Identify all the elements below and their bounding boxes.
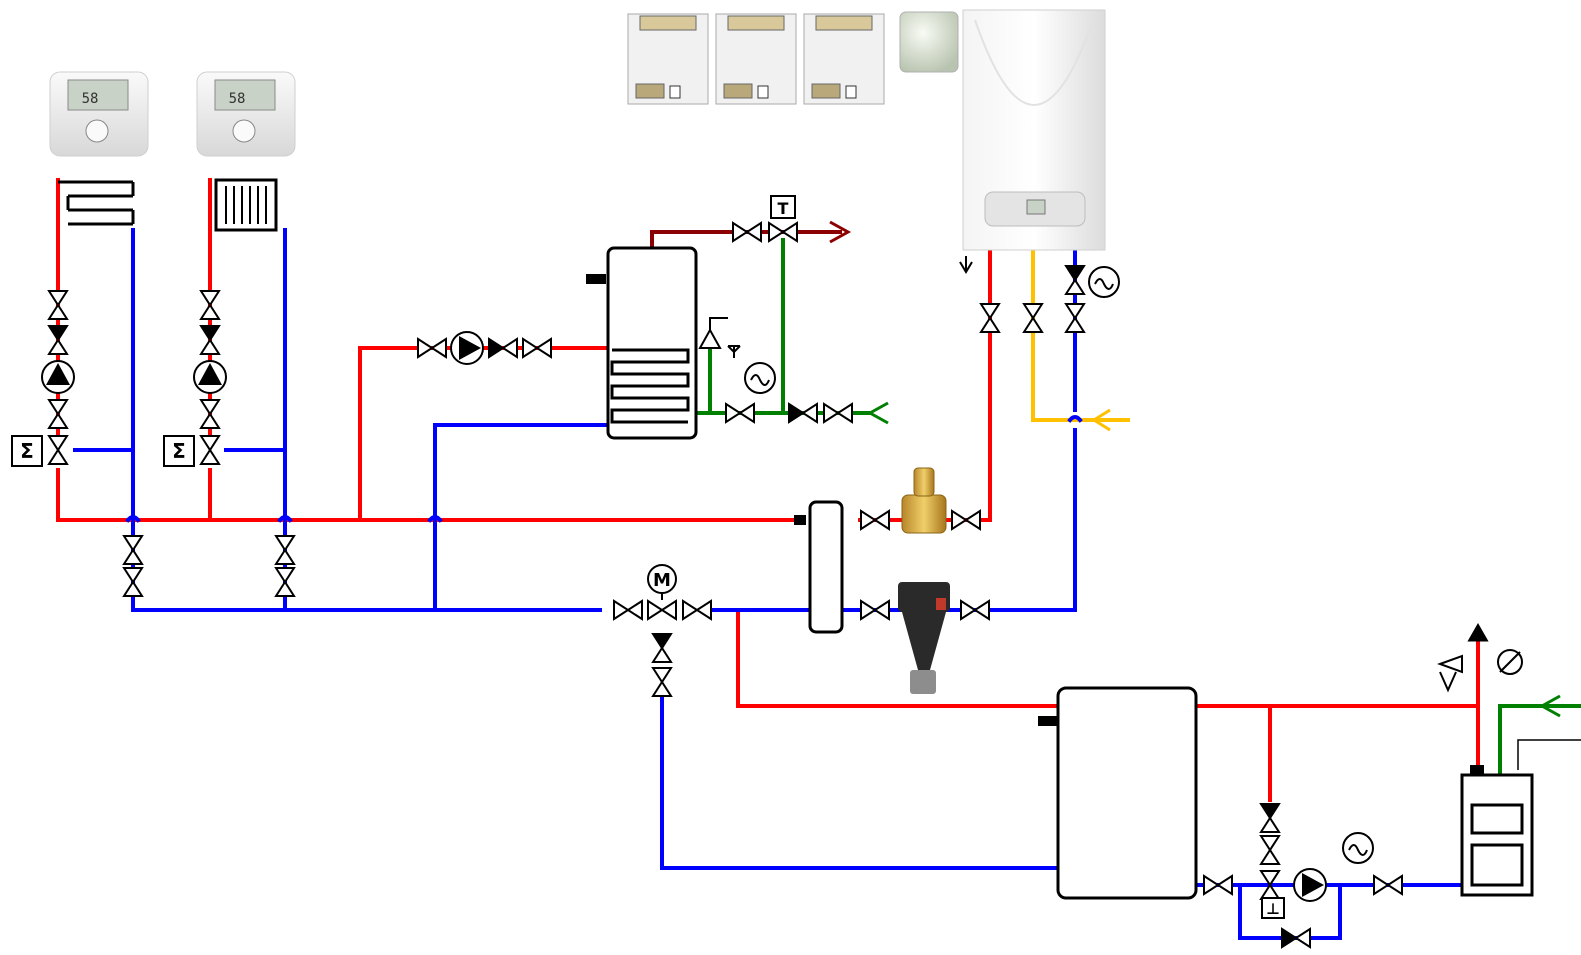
arrow-expansion-up — [1467, 622, 1489, 642]
arrow-dhw-out — [829, 220, 852, 244]
thermostatic-mixing-valve-dhw[interactable]: T — [770, 195, 796, 219]
check-valve-mix[interactable] — [651, 633, 673, 663]
cold-pipe-tank — [433, 423, 612, 612]
dhw-storage-tank — [586, 246, 698, 440]
isolation-valve-c2-a[interactable] — [199, 290, 221, 320]
three-way-valve-body[interactable] — [647, 599, 677, 621]
circulation-pump-c1[interactable] — [41, 360, 75, 394]
air-separator — [901, 467, 947, 534]
mains-water-pipe-2 — [1498, 704, 1581, 777]
check-valve-c2[interactable] — [199, 325, 221, 355]
gauges — [744, 266, 1374, 864]
mixing-valve-dhw[interactable] — [768, 221, 798, 243]
isolation-valve-sep-return-b[interactable] — [960, 599, 990, 621]
thermo-label: T — [778, 199, 789, 218]
cold-pipe-circuit-2 — [224, 228, 287, 612]
isolation-valve-sep-flow-b[interactable] — [951, 509, 981, 531]
check-valve-boiler-return[interactable] — [1064, 265, 1086, 295]
loading-pump[interactable] — [1293, 868, 1327, 902]
solid-fuel-boiler — [1460, 739, 1581, 897]
tank-charging-pump[interactable] — [450, 331, 484, 365]
control-module-2 — [715, 13, 797, 105]
mixing-valve-c1[interactable] — [47, 435, 69, 465]
isolation-valve-sep-return-a[interactable] — [860, 599, 890, 621]
motor-label: M — [653, 570, 671, 591]
dirt-separator — [898, 582, 950, 694]
balancing-valve-c1-b[interactable] — [122, 567, 144, 597]
control-module-1 — [627, 13, 709, 105]
isolation-valve-boiler-flow[interactable] — [979, 303, 1001, 333]
isolation-valve-tank-a[interactable] — [417, 337, 447, 359]
arrow-mains-in-2 — [1538, 694, 1561, 718]
check-valve-tank[interactable] — [488, 337, 518, 359]
balancing-valve-c2-b[interactable] — [274, 567, 296, 597]
sigma-label-2: Σ — [172, 439, 186, 463]
isolation-valve-tank-b[interactable] — [522, 337, 552, 359]
thermostat-1-knob[interactable] — [85, 119, 109, 143]
thermostat-2-knob[interactable] — [232, 119, 256, 143]
safety-valve-dhw — [698, 317, 741, 358]
mains-water-pipe — [694, 238, 872, 415]
isolation-valve-loading[interactable] — [1259, 835, 1281, 865]
isolation-valve-mains-b[interactable] — [823, 402, 853, 424]
cold-pipe-circuit-1 — [73, 228, 135, 612]
thermo-inv-label: ⊥ — [1266, 900, 1280, 918]
underfloor-heating-coil — [58, 180, 135, 226]
cold-pipe-buffer-return — [660, 688, 1060, 870]
radiator — [214, 178, 278, 232]
thermometer-loading — [1342, 832, 1374, 864]
pressure-gauge-boiler — [1088, 266, 1120, 298]
isolation-valve-c2-b[interactable] — [199, 399, 221, 429]
hot-pipe-tank-coil — [358, 346, 612, 522]
dhw-outlet-pipe — [650, 230, 842, 248]
isolation-valve-dhw-out[interactable] — [732, 221, 762, 243]
arrow-gas-in — [1091, 408, 1111, 432]
check-valve-c1[interactable] — [47, 325, 69, 355]
bypass-check-valve[interactable] — [1281, 927, 1311, 949]
isolation-valve-c1-b[interactable] — [47, 399, 69, 429]
check-valve-mains[interactable] — [788, 402, 818, 424]
pumps[interactable] — [41, 331, 1327, 902]
isolation-valve-sep-flow-a[interactable] — [860, 509, 890, 531]
circulation-pump-c2[interactable] — [193, 360, 227, 394]
isolation-valve-mix-c[interactable] — [651, 667, 673, 697]
isolation-valve-mains-a[interactable] — [725, 402, 755, 424]
mixing-valve-c2[interactable] — [199, 435, 221, 465]
thermostat-2-display: 58 — [229, 91, 246, 107]
sigma-label-1: Σ — [20, 439, 34, 463]
room-thermostat-2[interactable]: 58 — [196, 71, 296, 157]
isolation-valve-solid-fuel[interactable] — [1373, 874, 1403, 896]
balancing-valve-c1-a[interactable] — [122, 535, 144, 565]
control-module-3 — [803, 13, 885, 105]
safety-valve-solid-fuel — [1437, 649, 1523, 693]
flow-arrows — [829, 220, 1561, 718]
mixing-valve-actuator-2[interactable]: Σ — [163, 435, 195, 467]
arrow-mains-in — [866, 401, 889, 425]
hot-pipe-solid-fuel — [1194, 638, 1480, 802]
motorized-three-way-valve[interactable]: M — [647, 564, 677, 600]
outdoor-sensor — [899, 11, 959, 73]
balancing-valve-c2-a[interactable] — [274, 535, 296, 565]
check-valve-loading[interactable] — [1259, 803, 1281, 833]
isolation-valve-boiler-return[interactable] — [1064, 303, 1086, 333]
room-thermostat-1[interactable]: 58 — [49, 71, 149, 157]
thermostatic-valve-loading[interactable]: ⊥ — [1261, 897, 1285, 919]
isolation-valve-buffer-return[interactable] — [1203, 874, 1233, 896]
hot-pipe-buffer-supply — [736, 608, 1060, 708]
gas-boiler — [962, 9, 1106, 251]
hydraulic-separator — [794, 500, 844, 634]
valves[interactable] — [47, 221, 1403, 949]
cold-pipe-loading — [1194, 883, 1464, 940]
pressure-gauge-dhw — [744, 362, 776, 394]
buffer-tank — [1038, 686, 1198, 900]
isolation-valve-mix-b[interactable] — [682, 599, 712, 621]
boiler-condensate-drain — [959, 256, 973, 274]
gas-valve[interactable] — [1022, 303, 1044, 333]
mixing-valve-actuator-1[interactable]: Σ — [11, 435, 43, 467]
isolation-valve-c1-a[interactable] — [47, 290, 69, 320]
isolation-valve-mix-a[interactable] — [613, 599, 643, 621]
thermostat-1-display: 58 — [82, 91, 99, 107]
